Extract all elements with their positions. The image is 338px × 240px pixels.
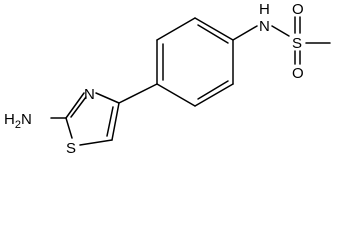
bond-benzene-inner-3	[197, 80, 229, 100]
bond-benzene-5	[194, 83, 234, 107]
chemical-structure: H2N N S H N S O O	[4, 1, 331, 157]
bond-s1-c2	[65, 117, 73, 139]
thiazole-n-label: N	[84, 86, 95, 103]
amine-subscript: 2	[15, 119, 21, 131]
sulfonyl-o-top-label: O	[292, 1, 304, 18]
sulfonyl-s-label: S	[292, 35, 302, 52]
bonds	[50, 16, 331, 146]
bond-c4-c5	[111, 102, 120, 141]
bond-benzene-nh	[232, 25, 258, 41]
sulfonamide-h-label: H	[259, 1, 270, 18]
sulfonamide-n-label: N	[259, 18, 270, 35]
bond-benzene-2	[156, 17, 196, 41]
bond-benzene-inner-2	[197, 24, 229, 44]
atom-labels: H2N N S H N S O O	[4, 1, 304, 157]
amine-h: H	[4, 111, 15, 128]
bond-c5-s1	[79, 139, 113, 146]
amine-n: N	[21, 111, 32, 128]
thiazole-s-label: S	[66, 140, 76, 157]
bond-c2-n3	[65, 92, 85, 119]
bond-nh-s	[271, 25, 290, 37]
bond-benzene-6	[156, 83, 196, 107]
bond-n3-c4	[95, 92, 120, 104]
bond-c2-n3-double	[70, 96, 87, 118]
bond-c4-c5-double	[106, 106, 114, 137]
amine-label: H2N	[4, 111, 32, 131]
bond-thiazole-benzene	[118, 83, 158, 104]
bond-benzene-3	[194, 17, 234, 41]
sulfonyl-o-bottom-label: O	[292, 65, 304, 82]
